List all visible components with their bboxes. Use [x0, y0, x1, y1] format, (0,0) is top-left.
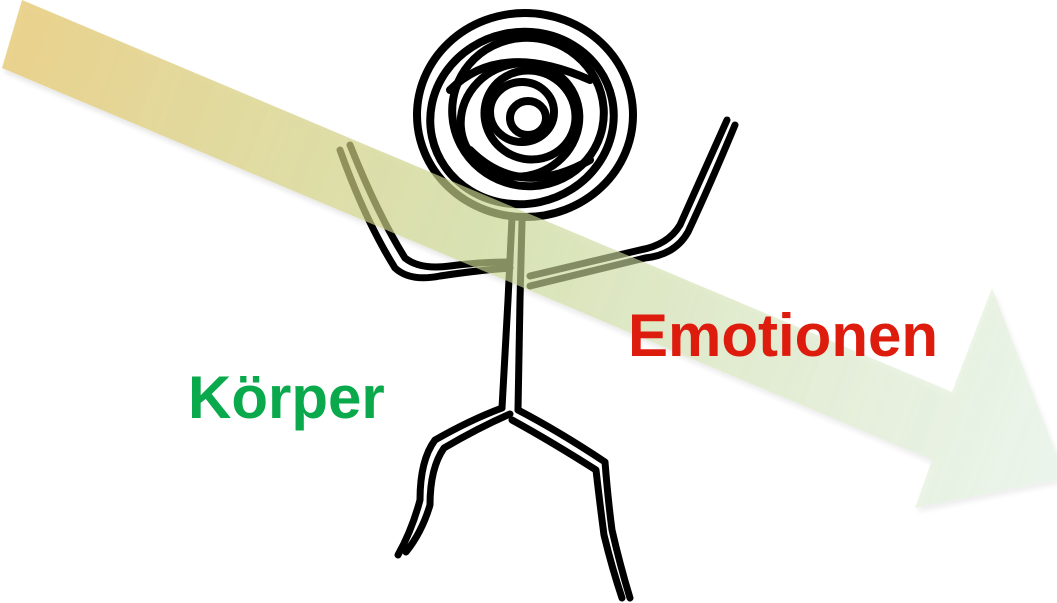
body-label: Körper [188, 368, 385, 428]
figure-left-leg [398, 408, 510, 555]
emotions-label: Emotionen [628, 306, 938, 366]
figure-right-leg [512, 410, 630, 598]
